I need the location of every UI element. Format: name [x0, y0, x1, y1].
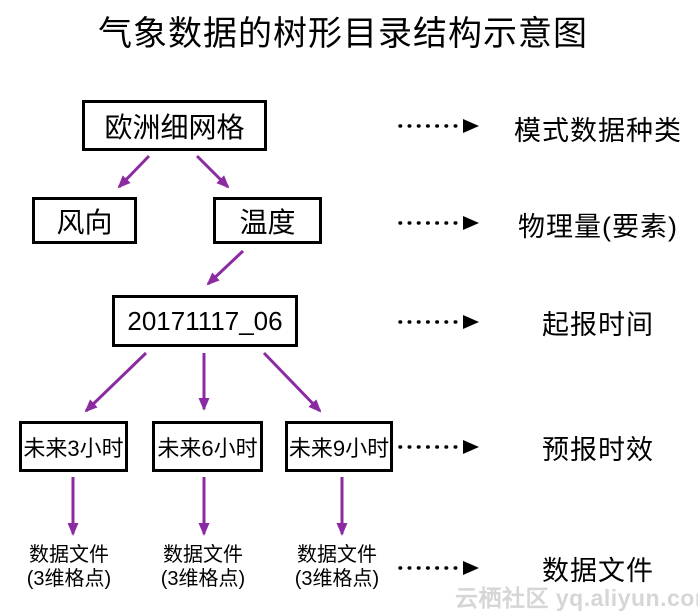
- watermark: 云栖社区 yq.aliyun.com: [455, 585, 698, 611]
- node-init-time: 20171117_06: [112, 295, 298, 347]
- node-next-3h: 未来3小时: [19, 421, 128, 472]
- node-label: 未来6小时: [157, 435, 258, 461]
- node-label: 20171117_06: [127, 305, 283, 336]
- node-europe-grid: 欧洲细网格: [82, 100, 267, 151]
- data-file-line1: 数据文件: [29, 544, 109, 566]
- legend-label-physical-quantity: 物理量(要素): [518, 211, 678, 242]
- node-label: 欧洲细网格: [104, 111, 245, 143]
- node-wind-direction: 风向: [32, 197, 137, 244]
- node-temperature: 温度: [213, 197, 322, 244]
- legend-label-init-time: 起报时间: [542, 309, 654, 340]
- legend-label-forecast-period: 预报时效: [542, 434, 654, 465]
- node-label: 未来9小时: [288, 435, 390, 461]
- data-file-leaf-3: 数据文件 (3维格点): [272, 543, 402, 591]
- legend-label-data-file: 数据文件: [542, 555, 654, 586]
- node-next-6h: 未来6小时: [152, 421, 263, 472]
- diagram-title: 气象数据的树形目录结构示意图: [98, 15, 588, 53]
- data-file-line1: 数据文件: [163, 544, 243, 566]
- tree-arrow-time-h9: [262, 351, 322, 413]
- data-file-line2: (3维格点): [160, 568, 246, 590]
- node-label: 温度: [239, 206, 296, 238]
- tree-arrow-time-h3: [84, 351, 148, 413]
- data-file-line2: (3维格点): [294, 568, 380, 590]
- node-next-9h: 未来9小时: [285, 421, 393, 472]
- data-file-leaf-2: 数据文件 (3维格点): [138, 543, 268, 591]
- tree-arrow-root-temp: [195, 154, 230, 189]
- data-file-leaf-1: 数据文件 (3维格点): [4, 543, 134, 591]
- tree-arrow-temp-time: [206, 249, 245, 286]
- node-label: 风向: [56, 206, 113, 238]
- node-label: 未来3小时: [23, 435, 124, 461]
- data-file-line1: 数据文件: [297, 544, 377, 566]
- legend-label-model-type: 模式数据种类: [514, 115, 682, 146]
- tree-arrow-root-wind: [117, 154, 151, 189]
- data-file-line2: (3维格点): [26, 568, 112, 590]
